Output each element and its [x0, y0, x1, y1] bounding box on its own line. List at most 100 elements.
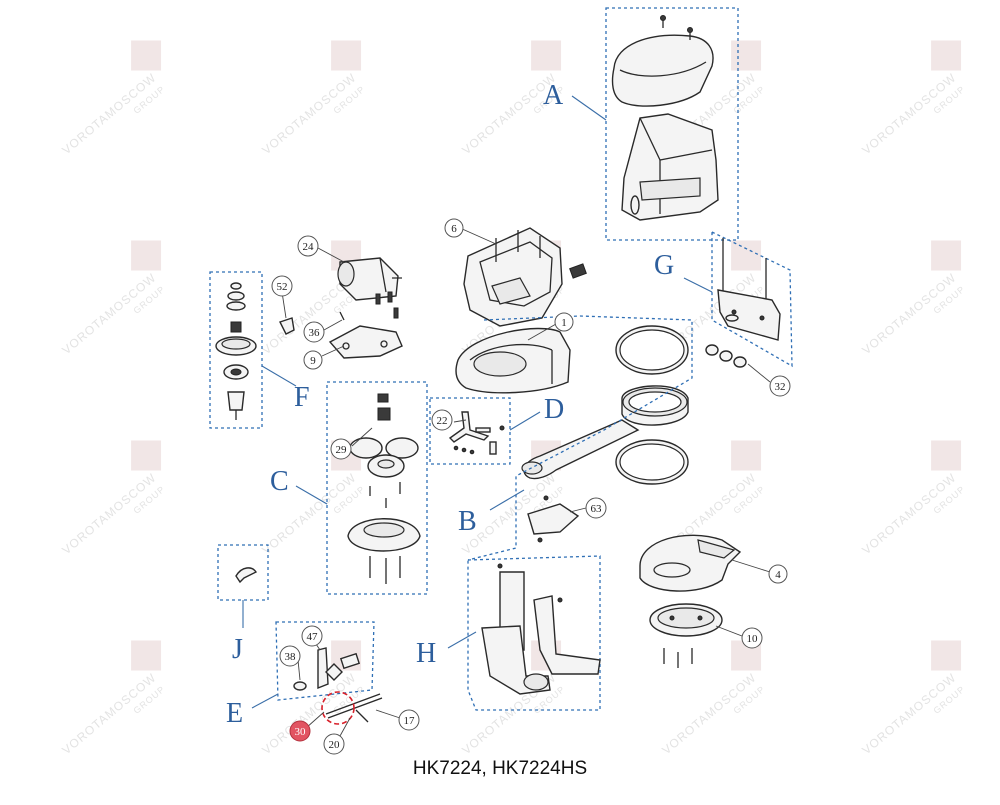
watermark-logo-icon	[131, 440, 162, 471]
callout-24-label: 24	[303, 241, 315, 253]
group-a: A	[543, 7, 739, 241]
callout-17-label: 17	[404, 715, 416, 727]
group-letter-j: J	[232, 634, 243, 665]
group-h-box	[467, 555, 601, 711]
callout-30-label: 30	[295, 726, 307, 738]
group-g: G	[654, 230, 793, 383]
watermark-logo-icon	[931, 40, 962, 71]
housing-part	[463, 227, 587, 327]
callout-20: 20	[323, 733, 345, 755]
callout-29: 29	[330, 438, 352, 460]
watermark-text: VOROTAMOSCOW	[59, 270, 159, 357]
callout-38: 38	[279, 645, 301, 667]
callout-47: 47	[301, 625, 323, 647]
callout-38-label: 38	[285, 651, 297, 663]
output-arm-part	[521, 325, 689, 485]
callout-36-label: 36	[309, 327, 321, 339]
callout-4-label: 4	[775, 569, 781, 581]
group-letter-g: G	[654, 250, 674, 281]
callout-32: 32	[769, 375, 791, 397]
callout-24: 24	[297, 235, 319, 257]
group-letter-b: B	[458, 506, 477, 537]
callout-36: 36	[303, 321, 325, 343]
group-g-box	[711, 230, 793, 368]
group-letter-a: A	[543, 80, 564, 111]
callout-32-label: 32	[775, 381, 786, 393]
callout-17: 17	[398, 709, 420, 731]
group-d-box	[429, 397, 511, 465]
watermark-logo-icon	[131, 40, 162, 71]
group-letter-d: D	[544, 394, 564, 425]
motor-part	[299, 243, 402, 305]
callout-22-label: 22	[437, 415, 448, 427]
watermark-logo-icon	[331, 40, 362, 71]
watermark-logo-icon	[731, 440, 762, 471]
callout-1-label: 1	[561, 317, 567, 329]
group-letter-e: E	[226, 698, 243, 729]
callout-leaders	[281, 227, 771, 737]
callout-47-label: 47	[307, 631, 319, 643]
watermark-logo-icon	[531, 40, 562, 71]
group-b-outline: B	[458, 315, 693, 561]
watermark-text: VOROTAMOSCOW	[659, 670, 759, 757]
group-f-box	[209, 271, 263, 429]
callout-29-label: 29	[336, 444, 348, 456]
watermark-text: VOROTAMOSCOW	[59, 70, 159, 157]
watermark-text: VOROTAMOSCOW	[59, 670, 159, 757]
callout-10: 10	[741, 627, 763, 649]
watermark-text: VOROTAMOSCOW	[859, 270, 959, 357]
cover-base-part	[621, 113, 719, 221]
watermark-text: VOROTAMOSCOW	[259, 70, 359, 157]
callout-9-label: 9	[310, 355, 316, 367]
watermark-logo-icon	[731, 40, 762, 71]
clip-part	[279, 317, 295, 335]
group-c: C	[270, 381, 428, 595]
callout-20-label: 20	[329, 739, 341, 751]
watermark-logo-icon	[931, 640, 962, 671]
highlighted-part-marker	[321, 691, 355, 725]
scale-plate-part	[639, 534, 742, 592]
watermark-logo-icon	[131, 640, 162, 671]
callout-30: 30	[289, 720, 311, 742]
magnet-disc-part	[649, 603, 723, 668]
gasket-plate-part	[328, 307, 403, 359]
group-letter-h: H	[416, 638, 436, 669]
model-caption: HK7224, HK7224HS	[412, 758, 588, 779]
lock-block-part	[527, 495, 580, 543]
group-a-box	[605, 7, 739, 241]
callout-4: 4	[768, 564, 788, 584]
group-b-box	[467, 315, 693, 561]
watermark-text: VOROTAMOSCOW	[859, 670, 959, 757]
group-f: F	[209, 271, 310, 429]
callout-63-label: 63	[591, 503, 603, 515]
group-e: E	[226, 621, 383, 729]
watermark-logo-icon	[731, 240, 762, 271]
callout-63: 63	[585, 497, 607, 519]
callout-52: 52	[271, 275, 293, 297]
group-letter-c: C	[270, 466, 289, 497]
callout-6: 6	[444, 218, 464, 238]
group-letter-f: F	[294, 382, 310, 413]
watermark-logo-icon	[131, 240, 162, 271]
gearbox-base-part	[455, 327, 571, 394]
callout-52-label: 52	[277, 281, 288, 293]
callout-22: 22	[431, 409, 453, 431]
watermark-logo-icon	[931, 440, 962, 471]
callout-9: 9	[303, 350, 323, 370]
group-j: J	[217, 544, 269, 665]
callout-1: 1	[554, 312, 574, 332]
watermark-text: VOROTAMOSCOW	[859, 470, 959, 557]
group-d: D	[429, 394, 564, 465]
